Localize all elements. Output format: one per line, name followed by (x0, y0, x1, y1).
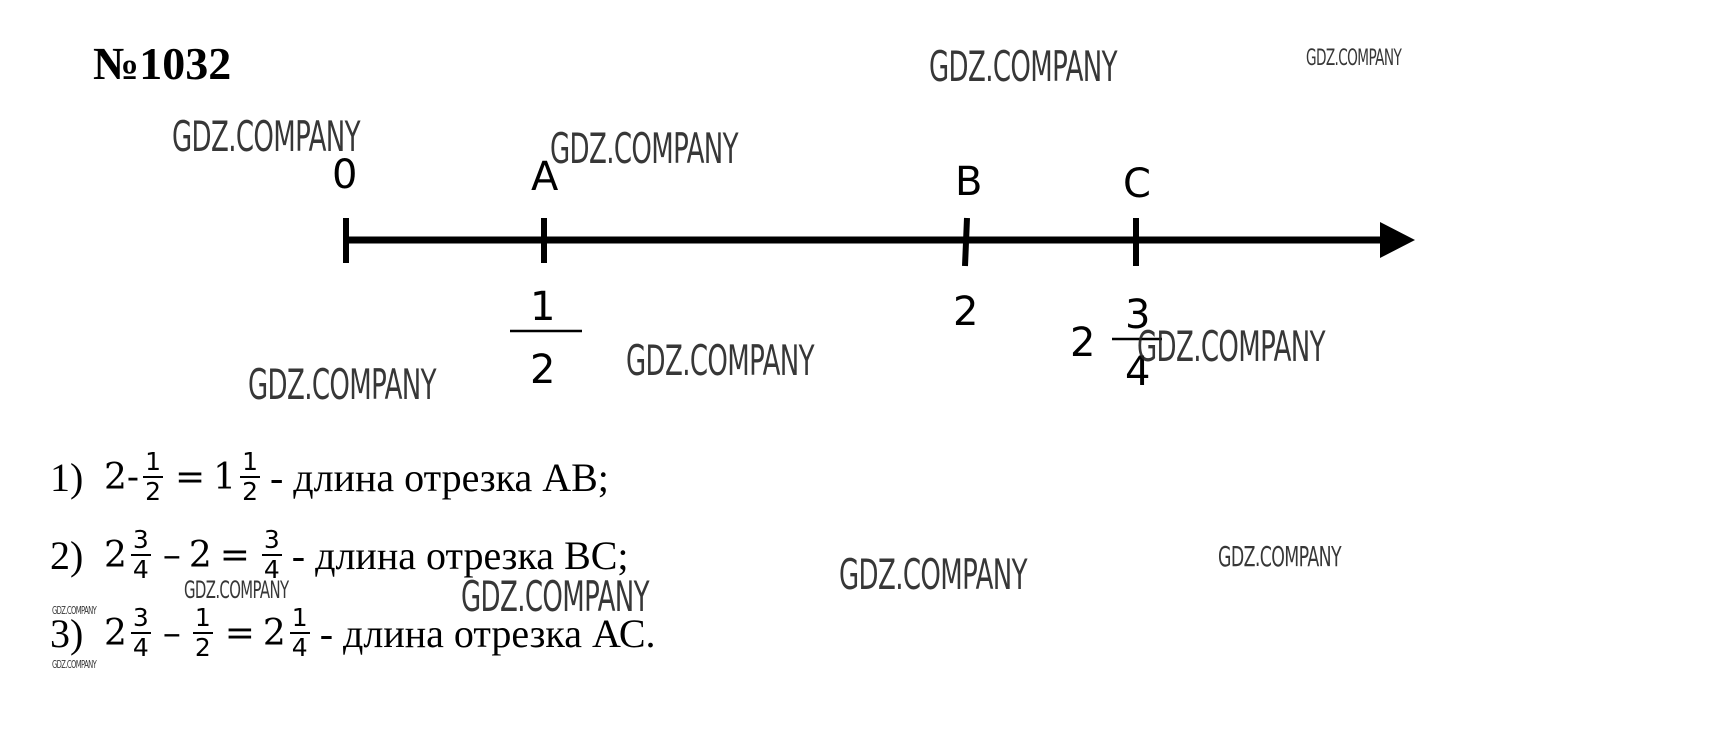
watermark: GDZ.COMPANY (52, 604, 97, 617)
a-frac-denominator: 2 (530, 347, 555, 393)
point-label-b: B (955, 159, 982, 205)
equals-sign: = (219, 534, 250, 576)
watermark: GDZ.COMPANY (184, 576, 289, 604)
equals-sign: = (174, 456, 206, 498)
watermark: GDZ.COMPANY (550, 124, 739, 173)
axis-arrow (1380, 222, 1415, 258)
c-frac-numerator: 3 (1125, 292, 1150, 338)
solution-index: 1) (50, 454, 84, 500)
term: 2 (188, 534, 212, 576)
solution-text: - длина отрезка ВС; (291, 532, 629, 578)
watermark: GDZ.COMPANY (1306, 46, 1402, 71)
watermark: GDZ.COMPANY (626, 336, 815, 385)
c-frac-denominator: 4 (1125, 349, 1150, 395)
term: 2- (104, 456, 140, 498)
solution-index: 3) (50, 610, 84, 656)
b-value: 2 (953, 289, 978, 335)
c-whole: 2 (1070, 320, 1095, 366)
equals-sign: = (224, 612, 255, 654)
result-whole: 2 (262, 612, 286, 654)
watermark: GDZ.COMPANY (839, 550, 1028, 599)
minus-sign: – (162, 534, 181, 576)
watermark: GDZ.COMPANY (248, 360, 437, 409)
watermark: GDZ.COMPANY (1218, 540, 1342, 573)
number-line: 0 A B C 1 2 2 2 3 4 (332, 152, 1415, 395)
point-label-0: 0 (332, 152, 357, 198)
solution-text: - длина отрезка АВ; (269, 454, 609, 500)
result-whole: 1 (213, 456, 237, 498)
solution-text: - длина отрезка АС. (319, 610, 656, 656)
watermark: GDZ.COMPANY (172, 112, 361, 161)
watermark: GDZ.COMPANY (52, 658, 97, 671)
term-whole: 2 (104, 534, 127, 576)
problem-number: №1032 (93, 38, 232, 89)
term-whole: 2 (104, 612, 127, 654)
a-frac-numerator: 1 (530, 284, 555, 330)
tick-b (962, 217, 970, 267)
watermark: GDZ.COMPANY (1137, 322, 1326, 371)
watermark: GDZ.COMPANY (929, 42, 1118, 91)
point-label-a: A (531, 154, 559, 200)
solution-index: 2) (50, 532, 84, 578)
watermark: GDZ.COMPANY (461, 572, 650, 621)
minus-sign: – (162, 612, 181, 654)
point-label-c: C (1123, 161, 1151, 207)
